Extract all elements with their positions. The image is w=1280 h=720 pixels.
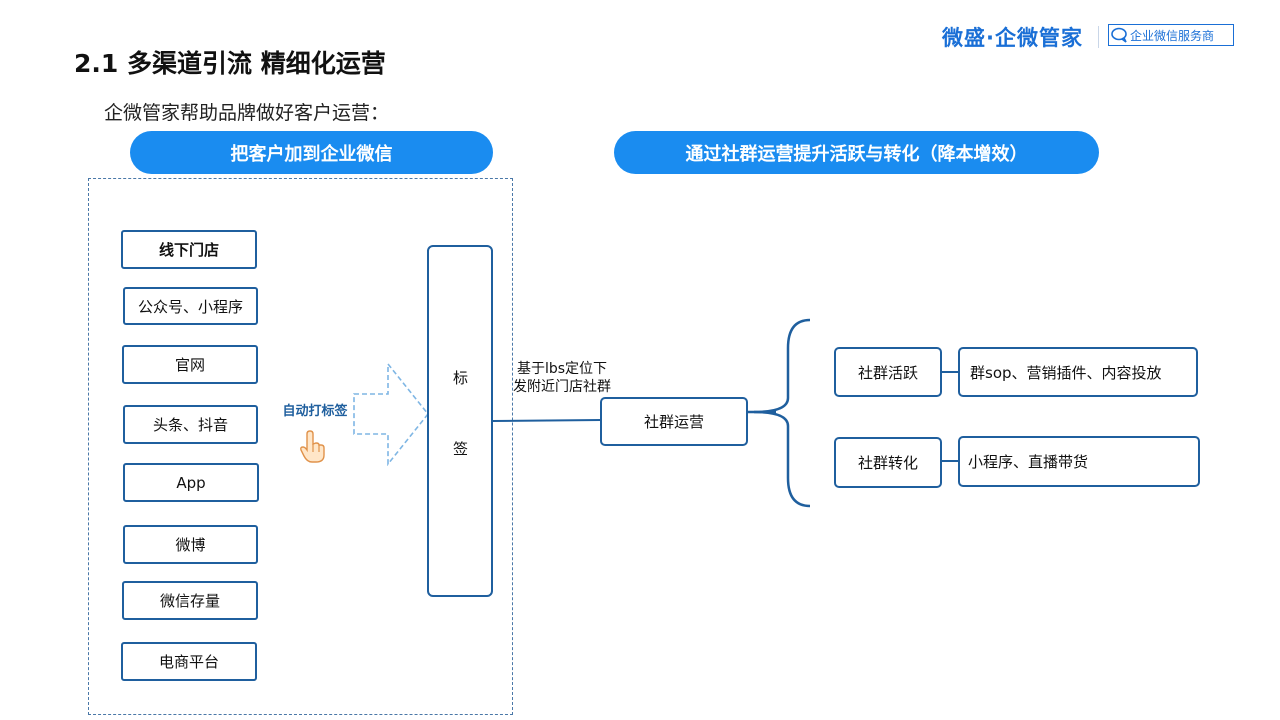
channel-ecommerce: 电商平台 [121, 642, 257, 681]
community-convert-node: 社群转化 [834, 437, 942, 488]
channel-official-account: 公众号、小程序 [123, 287, 258, 325]
channel-website: 官网 [122, 345, 258, 384]
channel-offline-store: 线下门店 [121, 230, 257, 269]
page-subtitle: 企微管家帮助品牌做好客户运营： [104, 102, 390, 124]
brand-name: 微盛·企微管家 [942, 26, 1083, 50]
brand-divider [1098, 26, 1099, 48]
tag-box [427, 245, 493, 597]
brand-badge: 企业微信服务商 [1108, 24, 1234, 46]
chat-bubble-icon [1110, 25, 1130, 45]
channel-weibo: 微博 [123, 525, 258, 564]
auto-tag-label: 自动打标签 [282, 404, 348, 419]
arrow-right-icon [353, 362, 430, 466]
tag-char-2: 签 [453, 440, 469, 458]
community-ops-node: 社群运营 [600, 397, 748, 446]
hand-pointer-icon [300, 430, 325, 463]
banner-left: 把客户加到企业微信 [130, 131, 493, 174]
channel-container [88, 178, 513, 715]
channel-app: App [123, 463, 259, 502]
community-convert-detail: 小程序、直播带货 [958, 436, 1200, 487]
community-active-node: 社群活跃 [834, 347, 942, 397]
channel-toutiao-douyin: 头条、抖音 [123, 405, 258, 444]
channel-wechat-stock: 微信存量 [122, 581, 258, 620]
tag-char-1: 标 [453, 369, 469, 387]
page-title: 2.1 多渠道引流 精细化运营 [74, 49, 386, 78]
banner-right: 通过社群运营提升活跃与转化（降本增效） [614, 131, 1099, 174]
lbs-label: 基于lbs定位下发附近门店社群 [513, 361, 611, 395]
community-active-detail: 群sop、营销插件、内容投放 [958, 347, 1198, 397]
brand-badge-text: 企业微信服务商 [1130, 28, 1215, 43]
